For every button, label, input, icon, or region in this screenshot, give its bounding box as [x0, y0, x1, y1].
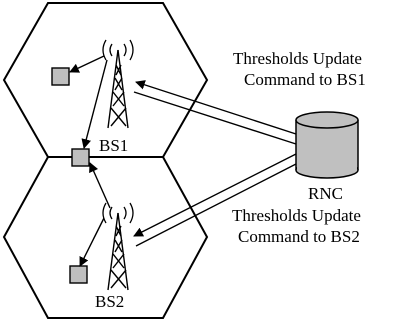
bs2-tower-icon: [107, 212, 129, 291]
terminal-handover: [71, 148, 90, 167]
rnc-label: RNC: [308, 184, 343, 203]
terminal-bottom: [69, 265, 88, 284]
cell-bs2: [2, 156, 209, 319]
cell-bs1: [2, 2, 209, 158]
bs1-label: BS1: [99, 136, 128, 155]
command-bs2-line2: Command to BS2: [238, 227, 360, 246]
link-bs2-to-bottom-terminal: [79, 217, 105, 267]
command-arrow-bs1: [133, 80, 297, 145]
link-bs2-to-handover-terminal: [89, 162, 111, 209]
bs2-signal-icon: [102, 202, 134, 224]
command-arrow-bs2: [133, 153, 297, 247]
rnc-database-icon: [295, 111, 359, 179]
link-bs1-to-top-terminal: [69, 55, 105, 73]
command-bs2-line1: Thresholds Update: [232, 206, 361, 225]
bs1-signal-icon: [102, 39, 134, 61]
terminal-top: [51, 67, 70, 86]
bs1-tower-icon: [107, 49, 129, 129]
command-bs1-line1: Thresholds Update: [233, 49, 362, 68]
bs2-label: BS2: [95, 292, 124, 311]
link-bs1-to-handover-terminal: [81, 59, 108, 149]
command-bs1-line2: Command to BS1: [244, 70, 366, 89]
